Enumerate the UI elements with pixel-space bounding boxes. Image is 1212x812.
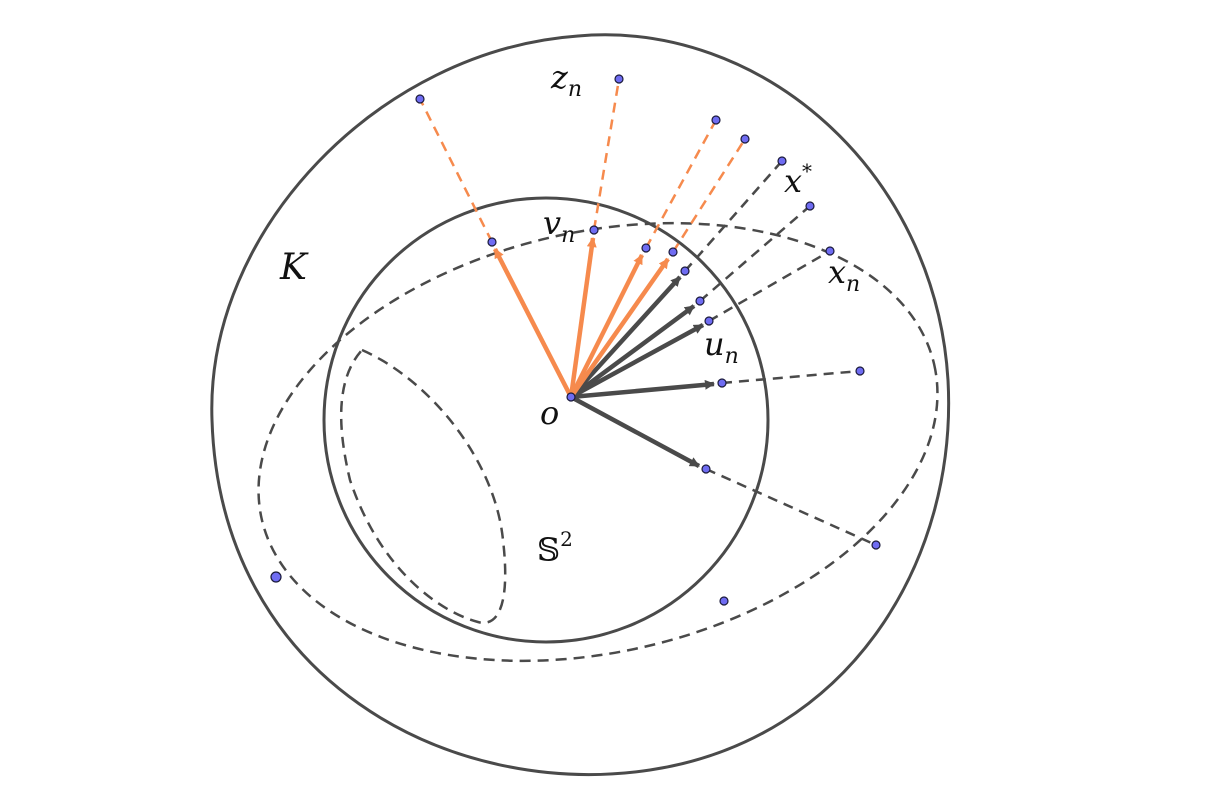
dashed-inner-curve	[339, 348, 507, 625]
point-x-star	[777, 156, 787, 166]
point-v-far	[487, 237, 497, 247]
sphere-outline	[322, 196, 770, 644]
point-v-2	[641, 243, 651, 253]
label-x-star-base: x	[784, 162, 802, 200]
label-x-n-base: x	[828, 253, 846, 291]
label-z-n-base: z	[550, 58, 569, 96]
label-sphere-exp: 2	[560, 527, 573, 551]
label-x-n-sub: n	[846, 272, 860, 297]
point-ellipse-bottom	[719, 596, 729, 606]
label-u-n-base: u	[704, 325, 725, 363]
label-x-star-sup: *	[802, 159, 812, 183]
origin-point	[566, 392, 576, 402]
body-k-outline	[210, 33, 951, 776]
label-sphere: 𝕊2	[537, 527, 573, 569]
point-z-3	[740, 134, 750, 144]
point-u-lower	[701, 464, 711, 474]
point-z-far	[415, 94, 425, 104]
label-v-n-base: v	[543, 204, 561, 242]
label-v-n: vn	[543, 204, 575, 248]
label-z-n: zn	[550, 58, 582, 102]
point-u-2	[695, 296, 705, 306]
point-right	[855, 366, 865, 376]
point-x-2	[805, 201, 815, 211]
label-u-n-sub: n	[725, 344, 739, 369]
point-z-n	[614, 74, 624, 84]
dashed-ellipse-large	[257, 221, 939, 663]
point-v-3	[668, 247, 678, 257]
point-z-2	[711, 115, 721, 125]
label-x-n: xn	[828, 253, 860, 297]
point-x-n	[825, 246, 835, 256]
gray-arrows	[569, 275, 715, 468]
orange-arrows	[492, 237, 670, 399]
label-x-star: x*	[784, 159, 812, 200]
point-left-contact	[270, 571, 282, 583]
label-sphere-base: 𝕊	[537, 531, 560, 569]
label-z-n-sub: n	[568, 77, 582, 102]
label-v-n-sub: n	[561, 223, 575, 248]
gray-dashed-extensions	[684, 160, 877, 547]
points	[270, 74, 881, 606]
label-k: K	[279, 247, 309, 288]
point-v-n	[589, 225, 599, 235]
point-u-right	[717, 378, 727, 388]
orange-dashed-extensions	[418, 78, 747, 253]
point-u-n	[704, 316, 714, 326]
label-origin: o	[540, 394, 559, 432]
point-u-1	[680, 266, 690, 276]
label-u-n: un	[704, 325, 739, 369]
point-lower-right	[871, 540, 881, 550]
